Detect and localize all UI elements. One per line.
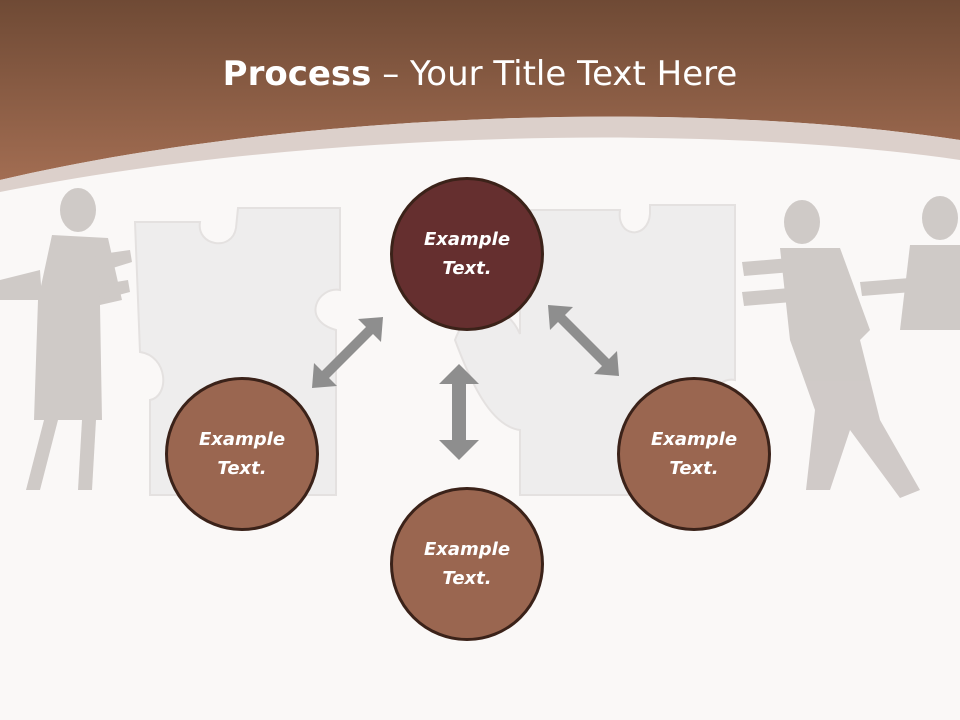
node-right-label: Example Text. (650, 429, 738, 479)
node-bottom: Example Text. (390, 487, 544, 641)
node-left: Example Text. (165, 377, 319, 531)
header-swoosh (0, 116, 960, 192)
title-separator: – (371, 54, 411, 94)
title-rest: Your Title Text Here (410, 54, 738, 94)
arrow-left-top (312, 317, 383, 388)
node-top: Example Text. (390, 177, 544, 331)
arrow-vertical (439, 364, 479, 460)
slide-title: Process – Your Title Text Here (0, 52, 960, 96)
node-bottom-label: Example Text. (423, 539, 511, 589)
header-band (0, 0, 960, 180)
node-left-label: Example Text. (198, 429, 286, 479)
left-figure (0, 188, 132, 490)
node-top-label: Example Text. (423, 229, 511, 279)
arrow-top-right (548, 305, 619, 376)
node-right: Example Text. (617, 377, 771, 531)
right-figures (742, 196, 960, 498)
title-bold: Process (222, 54, 372, 94)
